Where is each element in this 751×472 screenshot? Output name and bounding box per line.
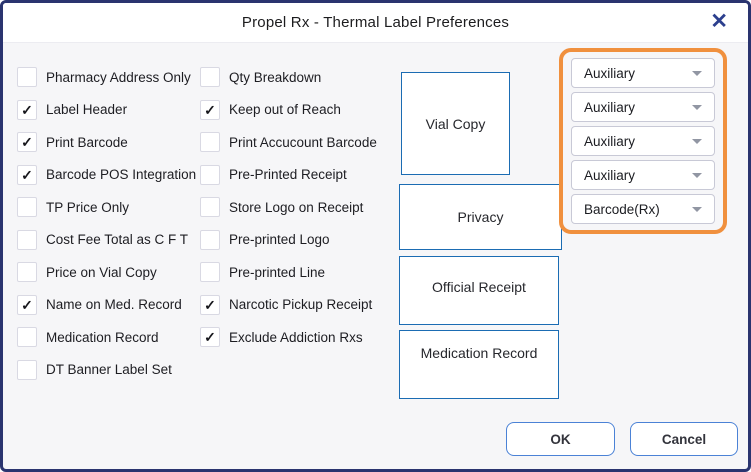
checkbox-row: Qty Breakdown <box>200 67 377 87</box>
dropdown-highlight-panel: Auxiliary Auxiliary Auxiliary Auxiliary … <box>559 48 727 234</box>
close-icon[interactable]: ✕ <box>710 10 728 33</box>
checkbox-row: Pharmacy Address Only <box>17 67 196 87</box>
checkbox-keep-out-of-reach[interactable]: ✓ <box>200 99 220 120</box>
checkbox-row: Cost Fee Total as C F T <box>17 229 196 250</box>
label-box-official-receipt: Official Receipt <box>399 256 559 325</box>
label-box-text: Official Receipt <box>432 279 526 295</box>
chevron-down-icon <box>692 172 702 178</box>
dropdown-value: Auxiliary <box>584 65 636 81</box>
checkbox-pre-printed-receipt[interactable] <box>200 164 220 185</box>
chevron-down-icon <box>692 138 702 144</box>
checkbox-row: Print Accucount Barcode <box>200 132 377 152</box>
checkbox-exclude-addiction-rxs[interactable]: ✓ <box>200 327 220 347</box>
dropdown-value: Auxiliary <box>584 99 636 115</box>
checkbox-label-header[interactable]: ✓ <box>17 99 37 120</box>
checkbox-label: Price on Vial Copy <box>46 264 157 280</box>
checkbox-label: Pre-printed Line <box>229 264 326 280</box>
checkbox-label: Pre-Printed Receipt <box>229 167 347 182</box>
checkbox-cost-fee-total[interactable] <box>17 229 37 250</box>
checkbox-label: DT Banner Label Set <box>46 362 172 377</box>
checkbox-row: ✓ Keep out of Reach <box>200 99 377 120</box>
dropdown-value: Auxiliary <box>584 133 636 149</box>
auxiliary-dropdown-3[interactable]: Auxiliary <box>571 126 715 156</box>
checkbox-narcotic-pickup-receipt[interactable]: ✓ <box>200 294 220 315</box>
checkbox-pre-printed-logo[interactable] <box>200 229 220 250</box>
checkbox-row: TP Price Only <box>17 197 196 217</box>
auxiliary-dropdown-2[interactable]: Auxiliary <box>571 92 715 122</box>
checkbox-label: Qty Breakdown <box>229 69 322 85</box>
checkbox-name-on-med-record[interactable]: ✓ <box>17 294 37 315</box>
checkbox-column-2: Qty Breakdown ✓ Keep out of Reach Print … <box>200 67 377 347</box>
checkbox-pharmacy-address-only[interactable] <box>17 67 37 87</box>
checkbox-row: ✓ Print Barcode <box>17 132 196 152</box>
checkbox-label: Barcode POS Integration <box>46 167 197 182</box>
label-box-privacy: Privacy <box>399 184 562 250</box>
checkbox-row: ✓ Name on Med. Record <box>17 294 196 315</box>
checkbox-row: Pre-printed Logo <box>200 229 377 250</box>
checkbox-label: Medication Record <box>46 329 159 345</box>
checkbox-row: ✓ Barcode POS Integration <box>17 164 197 185</box>
checkbox-tp-price-only[interactable] <box>17 197 37 217</box>
label-box-vial-copy: Vial Copy <box>401 72 510 175</box>
dropdown-value: Barcode(Rx) <box>584 201 660 217</box>
checkbox-column-1: Pharmacy Address Only ✓ Label Header ✓ P… <box>17 67 196 380</box>
dropdown-value: Auxiliary <box>584 167 636 183</box>
checkbox-row: ✓ Narcotic Pickup Receipt <box>200 294 377 315</box>
label-box-text: Medication Record <box>420 344 538 361</box>
dialog-title: Propel Rx - Thermal Label Preferences <box>241 14 510 31</box>
checkbox-label: Pre-printed Logo <box>229 232 330 247</box>
ok-button[interactable]: OK <box>506 422 615 456</box>
checkbox-print-barcode[interactable]: ✓ <box>17 132 37 152</box>
checkbox-label: Keep out of Reach <box>229 102 341 117</box>
chevron-down-icon <box>692 104 702 110</box>
checkbox-label: Store Logo on Receipt <box>229 199 364 215</box>
checkbox-label: Pharmacy Address Only <box>46 69 191 85</box>
chevron-down-icon <box>692 206 702 212</box>
barcode-rx-dropdown[interactable]: Barcode(Rx) <box>571 194 715 224</box>
chevron-down-icon <box>692 70 702 76</box>
checkbox-label: TP Price Only <box>46 199 130 215</box>
checkbox-row: Pre-printed Line <box>200 262 377 282</box>
label-box-medication-record: Medication Record <box>399 330 559 399</box>
checkbox-label: Name on Med. Record <box>46 297 182 312</box>
checkbox-label: Exclude Addiction Rxs <box>229 329 363 345</box>
checkbox-label: Cost Fee Total as C F T <box>46 232 189 247</box>
checkbox-medication-record[interactable] <box>17 327 37 347</box>
cancel-button[interactable]: Cancel <box>630 422 738 456</box>
checkbox-label: Narcotic Pickup Receipt <box>229 297 373 312</box>
checkbox-row: ✓ Label Header <box>17 99 196 120</box>
auxiliary-dropdown-4[interactable]: Auxiliary <box>571 160 715 190</box>
checkbox-price-on-vial-copy[interactable] <box>17 262 37 282</box>
checkbox-qty-breakdown[interactable] <box>200 67 220 87</box>
checkbox-print-accucount-barcode[interactable] <box>200 132 220 152</box>
checkbox-label: Print Barcode <box>46 134 128 150</box>
auxiliary-dropdown-1[interactable]: Auxiliary <box>571 58 715 88</box>
checkbox-store-logo-on-receipt[interactable] <box>200 197 220 217</box>
label-box-text: Vial Copy <box>425 115 486 132</box>
checkbox-barcode-pos-integration[interactable]: ✓ <box>17 164 37 185</box>
checkbox-row: Pre-Printed Receipt <box>200 164 377 185</box>
checkbox-row: Store Logo on Receipt <box>200 197 377 217</box>
checkbox-dt-banner-label-set[interactable] <box>17 359 37 380</box>
dialog-titlebar: Propel Rx - Thermal Label Preferences ✕ <box>3 3 748 43</box>
checkbox-label: Label Header <box>46 102 128 117</box>
checkbox-row: Price on Vial Copy <box>17 262 196 282</box>
checkbox-row: Medication Record <box>17 327 196 347</box>
label-box-text: Privacy <box>457 209 504 225</box>
checkbox-pre-printed-line[interactable] <box>200 262 220 282</box>
checkbox-label: Print Accucount Barcode <box>229 134 377 150</box>
checkbox-row: DT Banner Label Set <box>17 359 196 380</box>
checkbox-row: ✓ Exclude Addiction Rxs <box>200 327 377 347</box>
